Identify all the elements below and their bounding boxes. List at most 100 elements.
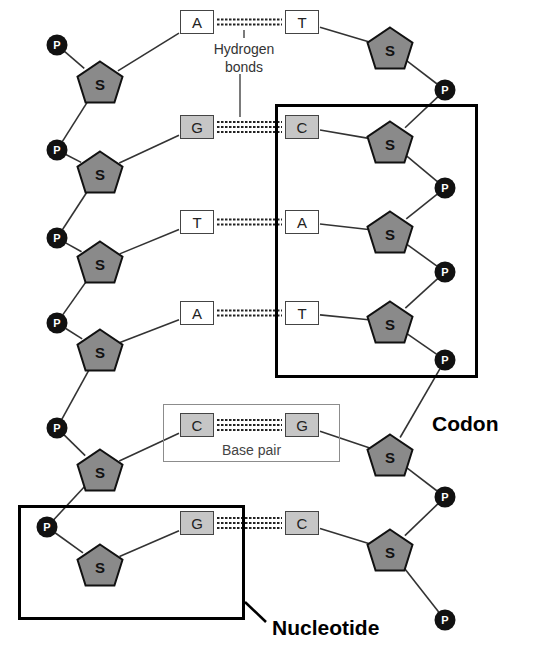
backbone-bond [120,229,179,253]
backbone-bond [66,155,81,163]
sugar-letter: S [95,560,105,576]
base-box: A [180,301,214,325]
base-box: A [180,10,214,34]
phosphate-circle: P [434,609,456,631]
backbone-bond [405,279,437,308]
label-box: Hydrogen bonds [207,40,281,76]
phosphate-letter: P [441,84,448,96]
sugar-letter: S [95,77,105,93]
base-box: G [285,413,319,437]
codon-box: CodonCSPASPTSP [275,104,478,378]
backbone-bond [54,485,86,520]
sugar-letter: S [95,345,105,361]
hydrogen-bond [217,220,282,225]
backbone-bond [64,435,85,456]
hydrogen-bond [217,420,282,430]
phosphate-letter: P [43,521,50,533]
hydrogen-bond-line [217,24,282,26]
sugar-letter: S [385,43,395,59]
sugar-pentagon-outline [368,302,413,343]
sugar-pentagon-outline [368,435,413,476]
bond-line [54,485,86,520]
hydrogen-bond-line [217,517,282,519]
hydrogen-bond-line [217,310,282,312]
hydrogen-bond-line [217,429,282,431]
bond-line [55,533,83,553]
phosphate-circle-outline [435,350,456,371]
phosphate-circle: P [46,34,68,56]
bond-line [120,229,179,253]
bond-line [405,97,438,128]
sugar-pentagon: S [366,120,414,164]
hydrogen-bond-line [217,224,282,226]
base-box: T [180,210,214,234]
backbone-bond [407,244,437,266]
hydrogen-bond [217,518,282,528]
bond-line [407,61,438,84]
phosphate-circle-outline [435,80,456,101]
sugar-pentagon: S [76,328,124,372]
backbone-bond [119,433,179,461]
sugar-pentagon: S [366,300,414,344]
phosphate-circle: P [434,79,456,101]
bond-line [120,320,179,343]
backbone-bond [66,243,82,252]
phosphate-circle: P [46,417,68,439]
phosphate-circle-outline [47,418,68,439]
base-box: C [180,413,214,437]
hydrogen-bond-line [217,419,282,421]
bond-line [64,435,85,456]
bond-line [405,504,438,536]
base-letter: G [191,119,203,136]
bond-line [119,433,179,461]
bond-line [320,431,370,448]
phosphate-letter: P [53,317,60,329]
base-box: A [285,210,319,234]
hydrogen-bond-line [217,219,282,221]
backbone-bond [320,431,370,448]
bond-line [66,243,82,252]
sugar-pentagon: S [76,150,124,194]
backbone-bond [406,194,437,219]
phosphate-letter: P [53,232,60,244]
leader-line [243,30,244,38]
sugar-pentagon: S [366,26,414,70]
phosphate-circle: P [434,349,456,371]
hydrogen-bond-line [217,522,282,524]
backbone-bond [118,33,179,71]
backbone-bond [63,279,89,315]
sugar-pentagon: S [76,60,124,104]
sugar-pentagon-outline [368,530,413,571]
phosphate-letter: P [441,182,448,194]
sugar-pentagon: S [366,528,414,572]
phosphate-circle: P [434,177,456,199]
bond-line [320,27,369,42]
bond-line [403,566,439,612]
bond-line [320,130,369,138]
backbone-bond [62,189,89,230]
hydrogen-bond-line [217,19,282,21]
sugar-pentagon-outline [78,62,123,103]
phosphate-circle: P [36,516,58,538]
base-letter: G [191,515,203,532]
base-letter: G [296,417,308,434]
phosphate-circle-outline [435,178,456,199]
bond-line [407,244,437,266]
hydrogen-bond [217,311,282,316]
box-label: Codon [432,412,498,436]
hydrogen-bond-line [217,527,282,529]
phosphate-letter: P [53,144,60,156]
hydrogen-bond [217,20,282,25]
sugar-pentagon-outline [368,212,413,253]
bond-line [407,334,437,354]
phosphate-letter: P [53,422,60,434]
base-box: T [285,301,319,325]
box-label: Nucleotide [272,616,379,640]
phosphate-circle: P [46,312,68,334]
phosphate-circle: P [434,261,456,283]
backbone-bond [407,334,437,354]
base-box: C [285,115,319,139]
phosphate-circle-outline [47,228,68,249]
